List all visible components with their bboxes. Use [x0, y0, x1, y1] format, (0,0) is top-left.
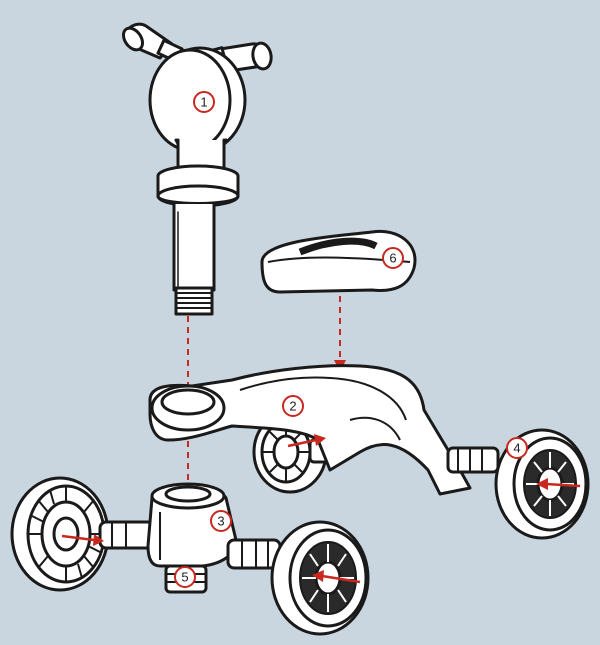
- callout-5: 5: [174, 566, 196, 588]
- main-frame-part: [150, 366, 498, 494]
- assembly-guide-lines: [187, 296, 341, 495]
- callout-3-label: 3: [217, 514, 224, 529]
- callout-1: 1: [193, 91, 215, 113]
- callout-1-label: 1: [200, 95, 207, 110]
- callout-2-label: 2: [289, 399, 296, 414]
- seat-part: [262, 231, 415, 292]
- callout-4-label: 4: [513, 441, 520, 456]
- callout-4: 4: [506, 437, 528, 459]
- callout-5-label: 5: [181, 570, 188, 585]
- insertion-arrows: [61, 434, 581, 584]
- callout-6: 6: [382, 247, 404, 269]
- front-fork-part: [12, 478, 280, 592]
- handlebar-part: [120, 24, 274, 314]
- callout-2: 2: [282, 395, 304, 417]
- callout-6-label: 6: [389, 251, 396, 266]
- callout-3: 3: [210, 510, 232, 532]
